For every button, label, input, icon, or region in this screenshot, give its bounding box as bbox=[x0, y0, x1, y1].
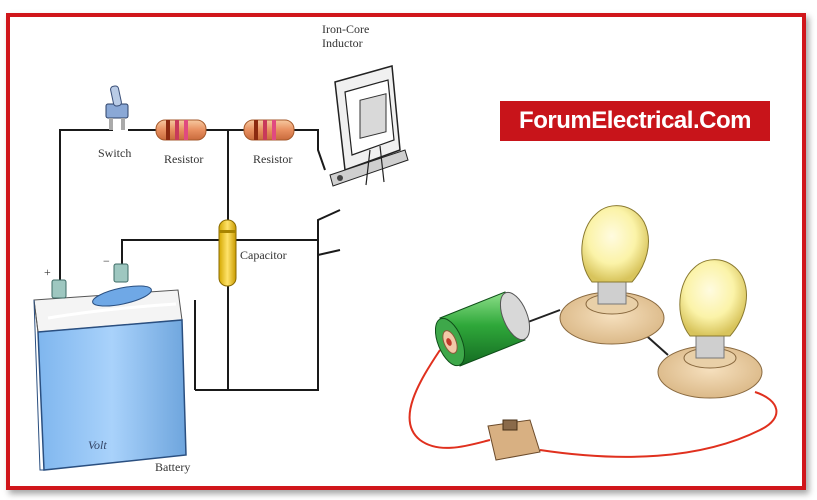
car-battery bbox=[33, 263, 187, 471]
wires-left bbox=[59, 129, 341, 391]
brand-logo-banner: ForumElectrical.Com bbox=[500, 101, 770, 141]
label-iron-core-inductor: Iron-Core Inductor bbox=[322, 22, 370, 50]
label-capacitor: Capacitor bbox=[240, 248, 287, 262]
battery-cell bbox=[434, 291, 531, 367]
label-switch: Switch bbox=[98, 146, 132, 160]
label-battery: Battery bbox=[155, 460, 191, 474]
slide-switch bbox=[487, 419, 541, 461]
label-resistor-1: Resistor bbox=[164, 152, 204, 166]
red-border-frame bbox=[6, 13, 806, 490]
bulb-1 bbox=[559, 205, 665, 345]
bulb-2 bbox=[657, 259, 763, 399]
resistor-2 bbox=[243, 119, 295, 141]
iron-core-inductor bbox=[329, 65, 409, 187]
battery-volt-mark: Volt bbox=[88, 438, 107, 452]
toggle-switch bbox=[105, 85, 129, 130]
label-battery-minus: − bbox=[103, 254, 110, 268]
capacitor bbox=[218, 219, 237, 287]
resistor-1 bbox=[155, 119, 207, 141]
label-battery-plus: + bbox=[44, 265, 51, 279]
label-resistor-2: Resistor bbox=[253, 152, 293, 166]
